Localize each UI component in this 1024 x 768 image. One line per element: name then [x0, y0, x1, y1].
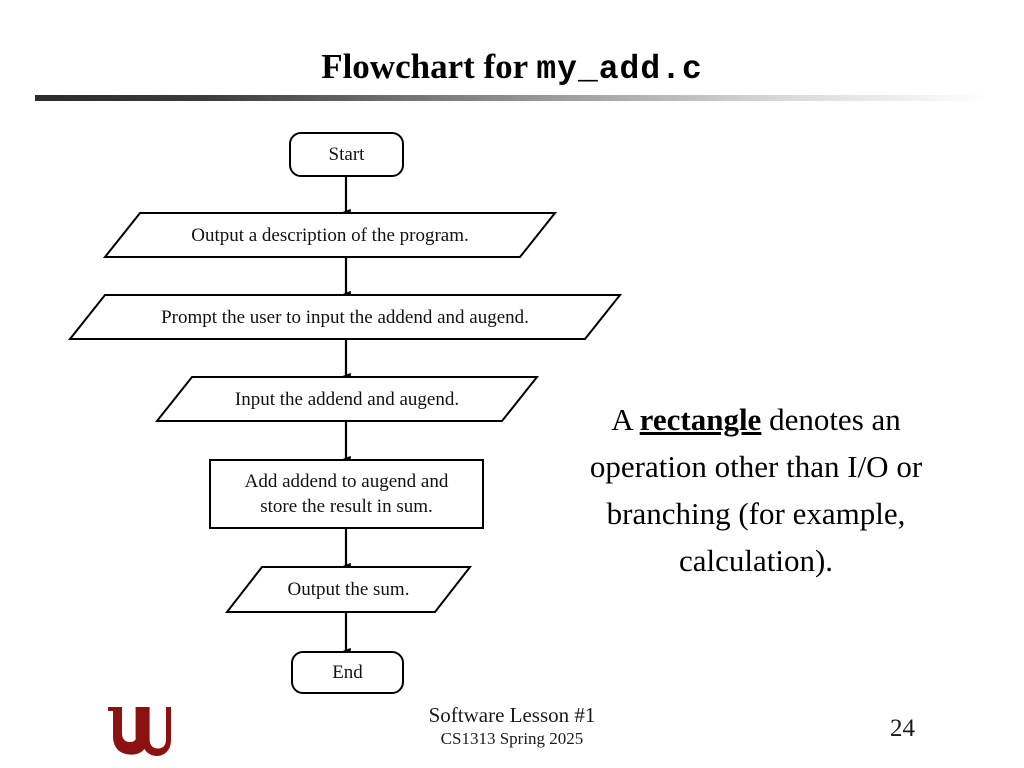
footer-lesson-title: Software Lesson #1 — [428, 703, 596, 727]
flowchart-diagram — [67, 132, 623, 694]
flowchart-node-output-sum — [224, 566, 473, 613]
flowchart-node-output-desc — [102, 212, 558, 258]
flowchart-node-input-values — [154, 376, 540, 422]
page-number: 24 — [890, 715, 915, 742]
flowchart-node-prompt-user — [67, 294, 623, 340]
side-note-part2: denotes an operation other than I/O or b… — [589, 402, 923, 578]
page-title: Flowchart for my_add.c — [0, 46, 1024, 91]
page-title-filename: my_add.c — [536, 51, 703, 88]
flowchart-node-add-store — [209, 459, 484, 529]
ou-logo-path — [108, 707, 171, 756]
side-explanation-text: A rectangle denotes an operation other t… — [556, 396, 956, 584]
footer-course-term: CS1313 Spring 2025 — [440, 729, 584, 748]
flowchart-node-start — [289, 132, 404, 177]
flowchart-node-end — [291, 651, 404, 694]
side-note-emphasis: rectangle — [639, 402, 762, 437]
title-divider-rule — [35, 95, 990, 101]
page-title-prefix: Flowchart for — [321, 47, 537, 86]
ou-interlocking-logo-icon — [108, 707, 171, 756]
side-note-part1: A — [611, 402, 640, 437]
footer: Software Lesson #1 CS1313 Spring 2025 — [0, 703, 1024, 750]
flowchart-nodes — [67, 132, 623, 694]
